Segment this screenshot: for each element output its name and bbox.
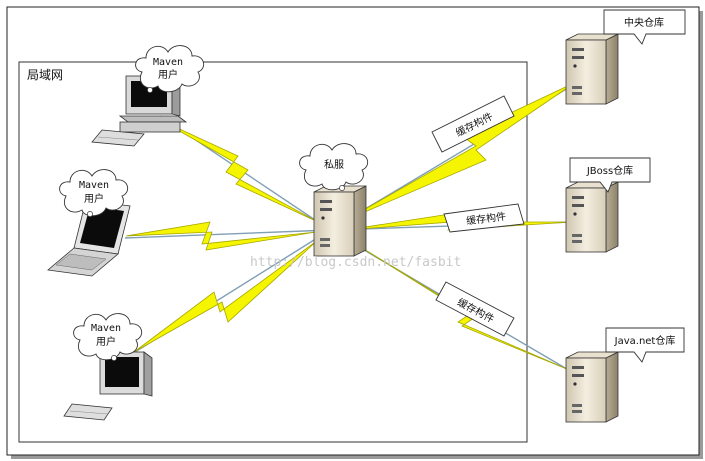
maven-user-1: Maven 用户 [91,45,205,147]
server-icon [313,185,367,257]
user-3-name: Maven [91,323,121,334]
user-1-role: 用户 [158,68,178,81]
lan-boundary [18,61,528,443]
private-server: 私服 [299,143,369,257]
javanet-repository-label: Java.net仓库 [614,334,676,347]
central-repository-label: 中央仓库 [624,16,664,29]
user-2-role: 用户 [84,192,104,205]
server-icon [565,33,619,105]
server-icon [565,181,619,253]
lan-label: 局域网 [27,68,63,82]
user-3-role: 用户 [96,335,116,348]
maven-user-3: Maven 用户 [63,313,153,421]
central-repository: 中央仓库 [565,9,686,105]
javanet-repository: Java.net仓库 [565,327,685,423]
jboss-repository: JBoss仓库 [565,157,651,253]
user-2-name: Maven [79,180,109,191]
user-1-name: Maven [153,57,183,68]
cache-label-1: 缓存构件 [431,95,515,153]
callout-box [603,9,686,45]
watermark-text: http://blog.csdn.net/fasbit [250,255,461,270]
private-server-label: 私服 [324,159,344,171]
server-icon [565,351,619,423]
jboss-repository-label: JBoss仓库 [586,164,633,177]
callout-box [605,327,685,363]
cache-label-2: 缓存构件 [443,203,525,233]
callout-box [569,157,651,193]
maven-user-2: Maven 用户 [47,169,131,277]
